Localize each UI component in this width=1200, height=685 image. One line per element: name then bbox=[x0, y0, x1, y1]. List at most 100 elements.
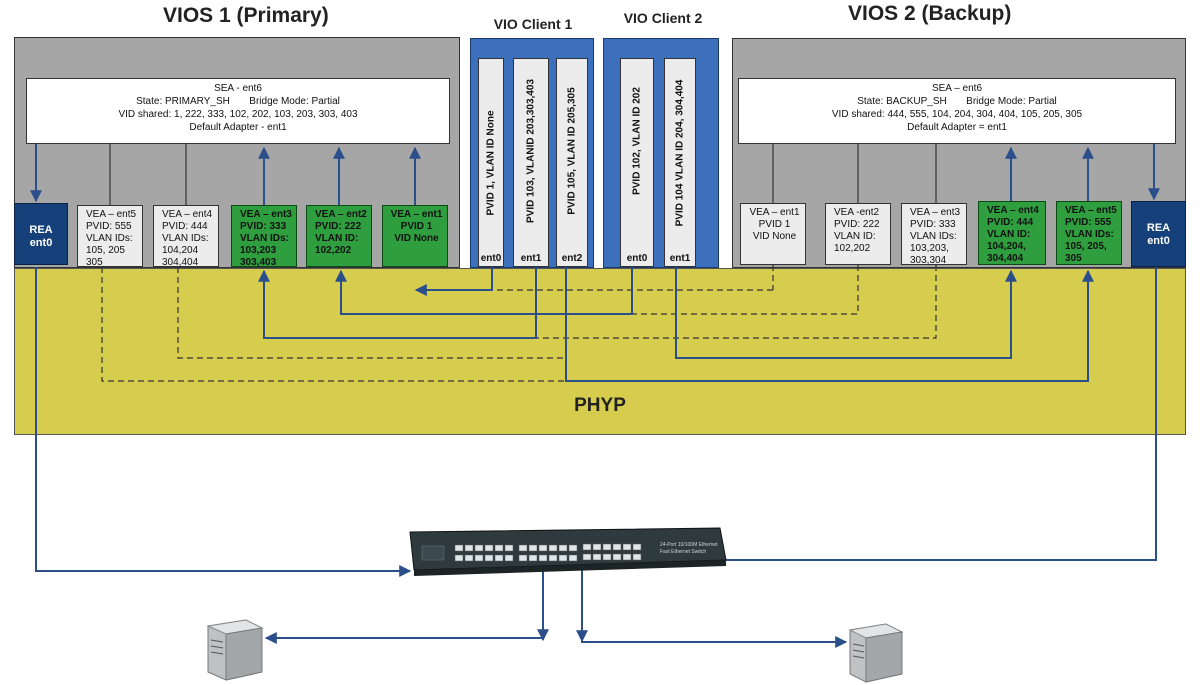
vea-vlan-ids: 105, 205 bbox=[86, 245, 125, 256]
slot-port-label: ent1 bbox=[669, 253, 691, 264]
vios2-vea-ent1: VEA – ent1 PVID 1 VID None bbox=[740, 203, 806, 265]
vios2-title: VIOS 2 (Backup) bbox=[848, 2, 1012, 25]
client2-slot-ent0: PVID 102, VLAN ID 202 ent0 bbox=[620, 58, 654, 267]
vea-vlan-ids: 103,203 bbox=[240, 245, 277, 256]
vios2-sea-vids: VID shared: 444, 555, 104, 204, 304, 404… bbox=[831, 109, 1083, 120]
vios1-sea-default: Default Adapter - ent1 bbox=[189, 122, 287, 133]
vea-pvid: PVID: 222 bbox=[315, 221, 362, 232]
vios2-sea-links bbox=[772, 144, 937, 203]
vea-pvid: PVID: 555 bbox=[1065, 217, 1112, 228]
vea-vlan-ids-2: 305 bbox=[86, 257, 103, 268]
vea-vlan-label: VLAN IDs: bbox=[240, 233, 289, 244]
vios1-vea-ent2: VEA – ent2 PVID: 222 VLAN ID: 102,202 bbox=[306, 205, 372, 267]
vea-vlan-label: VLAN ID: bbox=[315, 233, 359, 244]
vea-vlan-ids: 102,202 bbox=[834, 243, 871, 254]
slot-port-label: ent0 bbox=[626, 253, 648, 264]
vios2-vea-ent2: VEA -ent2 PVID: 222 VLAN ID: 102,202 bbox=[825, 203, 891, 265]
vea-vlan-label: VLAN IDs: bbox=[910, 231, 957, 242]
phyp-hypervisor: PHYP bbox=[14, 268, 1186, 435]
vea-vid: VID None bbox=[394, 233, 439, 244]
client2-slot-ent1: PVID 104 VLAN ID 204, 304,404 ent1 bbox=[664, 58, 696, 267]
vios1-vea-ent4: VEA – ent4 PVID: 444 VLAN IDs: 104,204 3… bbox=[153, 205, 219, 268]
vea-pvid: PVID 1 bbox=[758, 219, 791, 230]
client1-slot-ent0: PVID 1, VLAN ID None ent0 bbox=[478, 58, 504, 267]
vea-pvid: PVID: 444 bbox=[987, 217, 1034, 228]
vea-vlan-label: VLAN IDs: bbox=[1065, 229, 1114, 240]
vios1-sea-state: State: PRIMARY_SH Bridge Mode: Partial bbox=[136, 96, 340, 107]
vea-vlan-ids-2: 303,304 bbox=[910, 255, 947, 266]
vio-client1-title: VIO Client 1 bbox=[486, 16, 580, 32]
phyp-label: PHYP bbox=[574, 395, 626, 416]
dashed-vlan-paths bbox=[101, 265, 937, 382]
vea-vlan-ids: 104,204, bbox=[987, 241, 1026, 252]
vea-vlan-ids: 105, 205, bbox=[1065, 241, 1107, 252]
client1-slot-ent1: PVID 103, VLANID 203,303,403 ent1 bbox=[513, 58, 549, 267]
vea-pvid: PVID: 222 bbox=[834, 219, 880, 230]
vios2-rea-label: REA bbox=[1146, 222, 1171, 234]
vios1-sea-arrows bbox=[30, 144, 421, 205]
slot-port-label: ent0 bbox=[480, 253, 502, 264]
vea-name: VEA – ent2 bbox=[315, 209, 367, 220]
vios1-title: VIOS 1 (Primary) bbox=[163, 4, 329, 27]
switch-ports bbox=[454, 543, 642, 562]
vea-name: VEA – ent3 bbox=[910, 207, 961, 218]
vios1-rea-ent0: REA ent0 bbox=[14, 203, 68, 265]
switch-led-panel bbox=[421, 545, 445, 561]
ethernet-switch: 24-Port 10/100M Ethernet Fast Ethernet S… bbox=[409, 527, 727, 576]
vea-name: VEA – ent5 bbox=[1065, 205, 1117, 216]
vios2-sea-line1: SEA – ent6 bbox=[931, 83, 983, 94]
vea-pvid: PVID: 333 bbox=[910, 219, 956, 230]
vios1-sea-vids: VID shared: 1, 222, 333, 102, 202, 103, … bbox=[118, 109, 358, 120]
vios2-sea-state: State: BACKUP_SH Bridge Mode: Partial bbox=[857, 96, 1057, 107]
vea-vid: VID None bbox=[752, 231, 797, 242]
vea-name: VEA – ent4 bbox=[162, 209, 213, 220]
vios2-sea-default: Default Adapter = ent1 bbox=[907, 122, 1007, 133]
vea-name: VEA -ent2 bbox=[834, 207, 880, 218]
vios2-rea-ent0: REA ent0 bbox=[1131, 201, 1186, 267]
vios1-sea-line1: SEA - ent6 bbox=[214, 83, 262, 94]
slot-port-label: ent2 bbox=[561, 253, 583, 264]
vios2-rea-port: ent0 bbox=[1147, 235, 1170, 247]
vea-pvid: PVID: 333 bbox=[240, 221, 287, 232]
physical-uplinks bbox=[35, 267, 1157, 648]
vios2-sea-ent6: SEA – ent6 State: BACKUP_SH Bridge Mode:… bbox=[738, 78, 1176, 144]
vea-vlan-ids: 103,203, bbox=[910, 243, 949, 254]
vios2-sea-arrows bbox=[1005, 144, 1160, 201]
vea-name: VEA – ent1 bbox=[390, 209, 443, 220]
vea-vlan-label: VLAN ID: bbox=[987, 229, 1031, 240]
solid-vlan-paths bbox=[258, 267, 1094, 382]
vea-pvid: PVID: 444 bbox=[162, 221, 208, 232]
vea-pvid: PVID 1 bbox=[400, 221, 433, 232]
vios1-vea-ent5: VEA – ent5 PVID: 555 VLAN IDs: 105, 205 … bbox=[77, 205, 143, 268]
vios1-rea-label: REA bbox=[29, 224, 53, 236]
vea-vlan-label: VLAN IDs: bbox=[162, 233, 209, 244]
vios1-vea-ent1: VEA – ent1 PVID 1 VID None bbox=[382, 205, 448, 267]
vios1-vea-ent3: VEA – ent3 PVID: 333 VLAN IDs: 103,203 3… bbox=[231, 205, 297, 268]
vio-client2-title: VIO Client 2 bbox=[616, 10, 710, 26]
vios2-vea-ent5: VEA – ent5 PVID: 555 VLAN IDs: 105, 205,… bbox=[1056, 201, 1122, 265]
vea-name: VEA – ent4 bbox=[987, 205, 1039, 216]
vios1-sea-links bbox=[109, 144, 187, 205]
server-icon bbox=[848, 623, 904, 683]
vea-vlan-ids-2: 305 bbox=[1065, 253, 1082, 264]
vea-name: VEA – ent1 bbox=[749, 207, 800, 218]
vios1-sea-ent6: SEA - ent6 State: PRIMARY_SH Bridge Mode… bbox=[26, 78, 450, 144]
vea-vlan-ids: 102,202 bbox=[315, 245, 352, 256]
vios2-vea-ent3: VEA – ent3 PVID: 333 VLAN IDs: 103,203, … bbox=[901, 203, 967, 266]
vea-vlan-label: VLAN ID: bbox=[834, 231, 876, 242]
vea-vlan-ids-2: 304,404 bbox=[987, 253, 1024, 264]
vea-name: VEA – ent5 bbox=[86, 209, 137, 220]
slot-port-label: ent1 bbox=[520, 253, 542, 264]
vea-name: VEA – ent3 bbox=[240, 209, 292, 220]
vea-vlan-label: VLAN IDs: bbox=[86, 233, 133, 244]
vea-vlan-ids-2: 303,403 bbox=[240, 257, 277, 268]
switch-label-1: 24-Port 10/100M Ethernet bbox=[660, 542, 718, 548]
vea-vlan-ids-2: 304,404 bbox=[162, 257, 199, 268]
vea-vlan-ids: 104,204 bbox=[162, 245, 199, 256]
switch-label-2: Fast Ethernet Switch bbox=[660, 549, 706, 555]
vea-pvid: PVID: 555 bbox=[86, 221, 132, 232]
vios1-rea-port: ent0 bbox=[29, 237, 53, 249]
server-icon bbox=[206, 619, 264, 681]
client1-slot-ent2: PVID 105, VLAN ID 205,305 ent2 bbox=[556, 58, 588, 267]
